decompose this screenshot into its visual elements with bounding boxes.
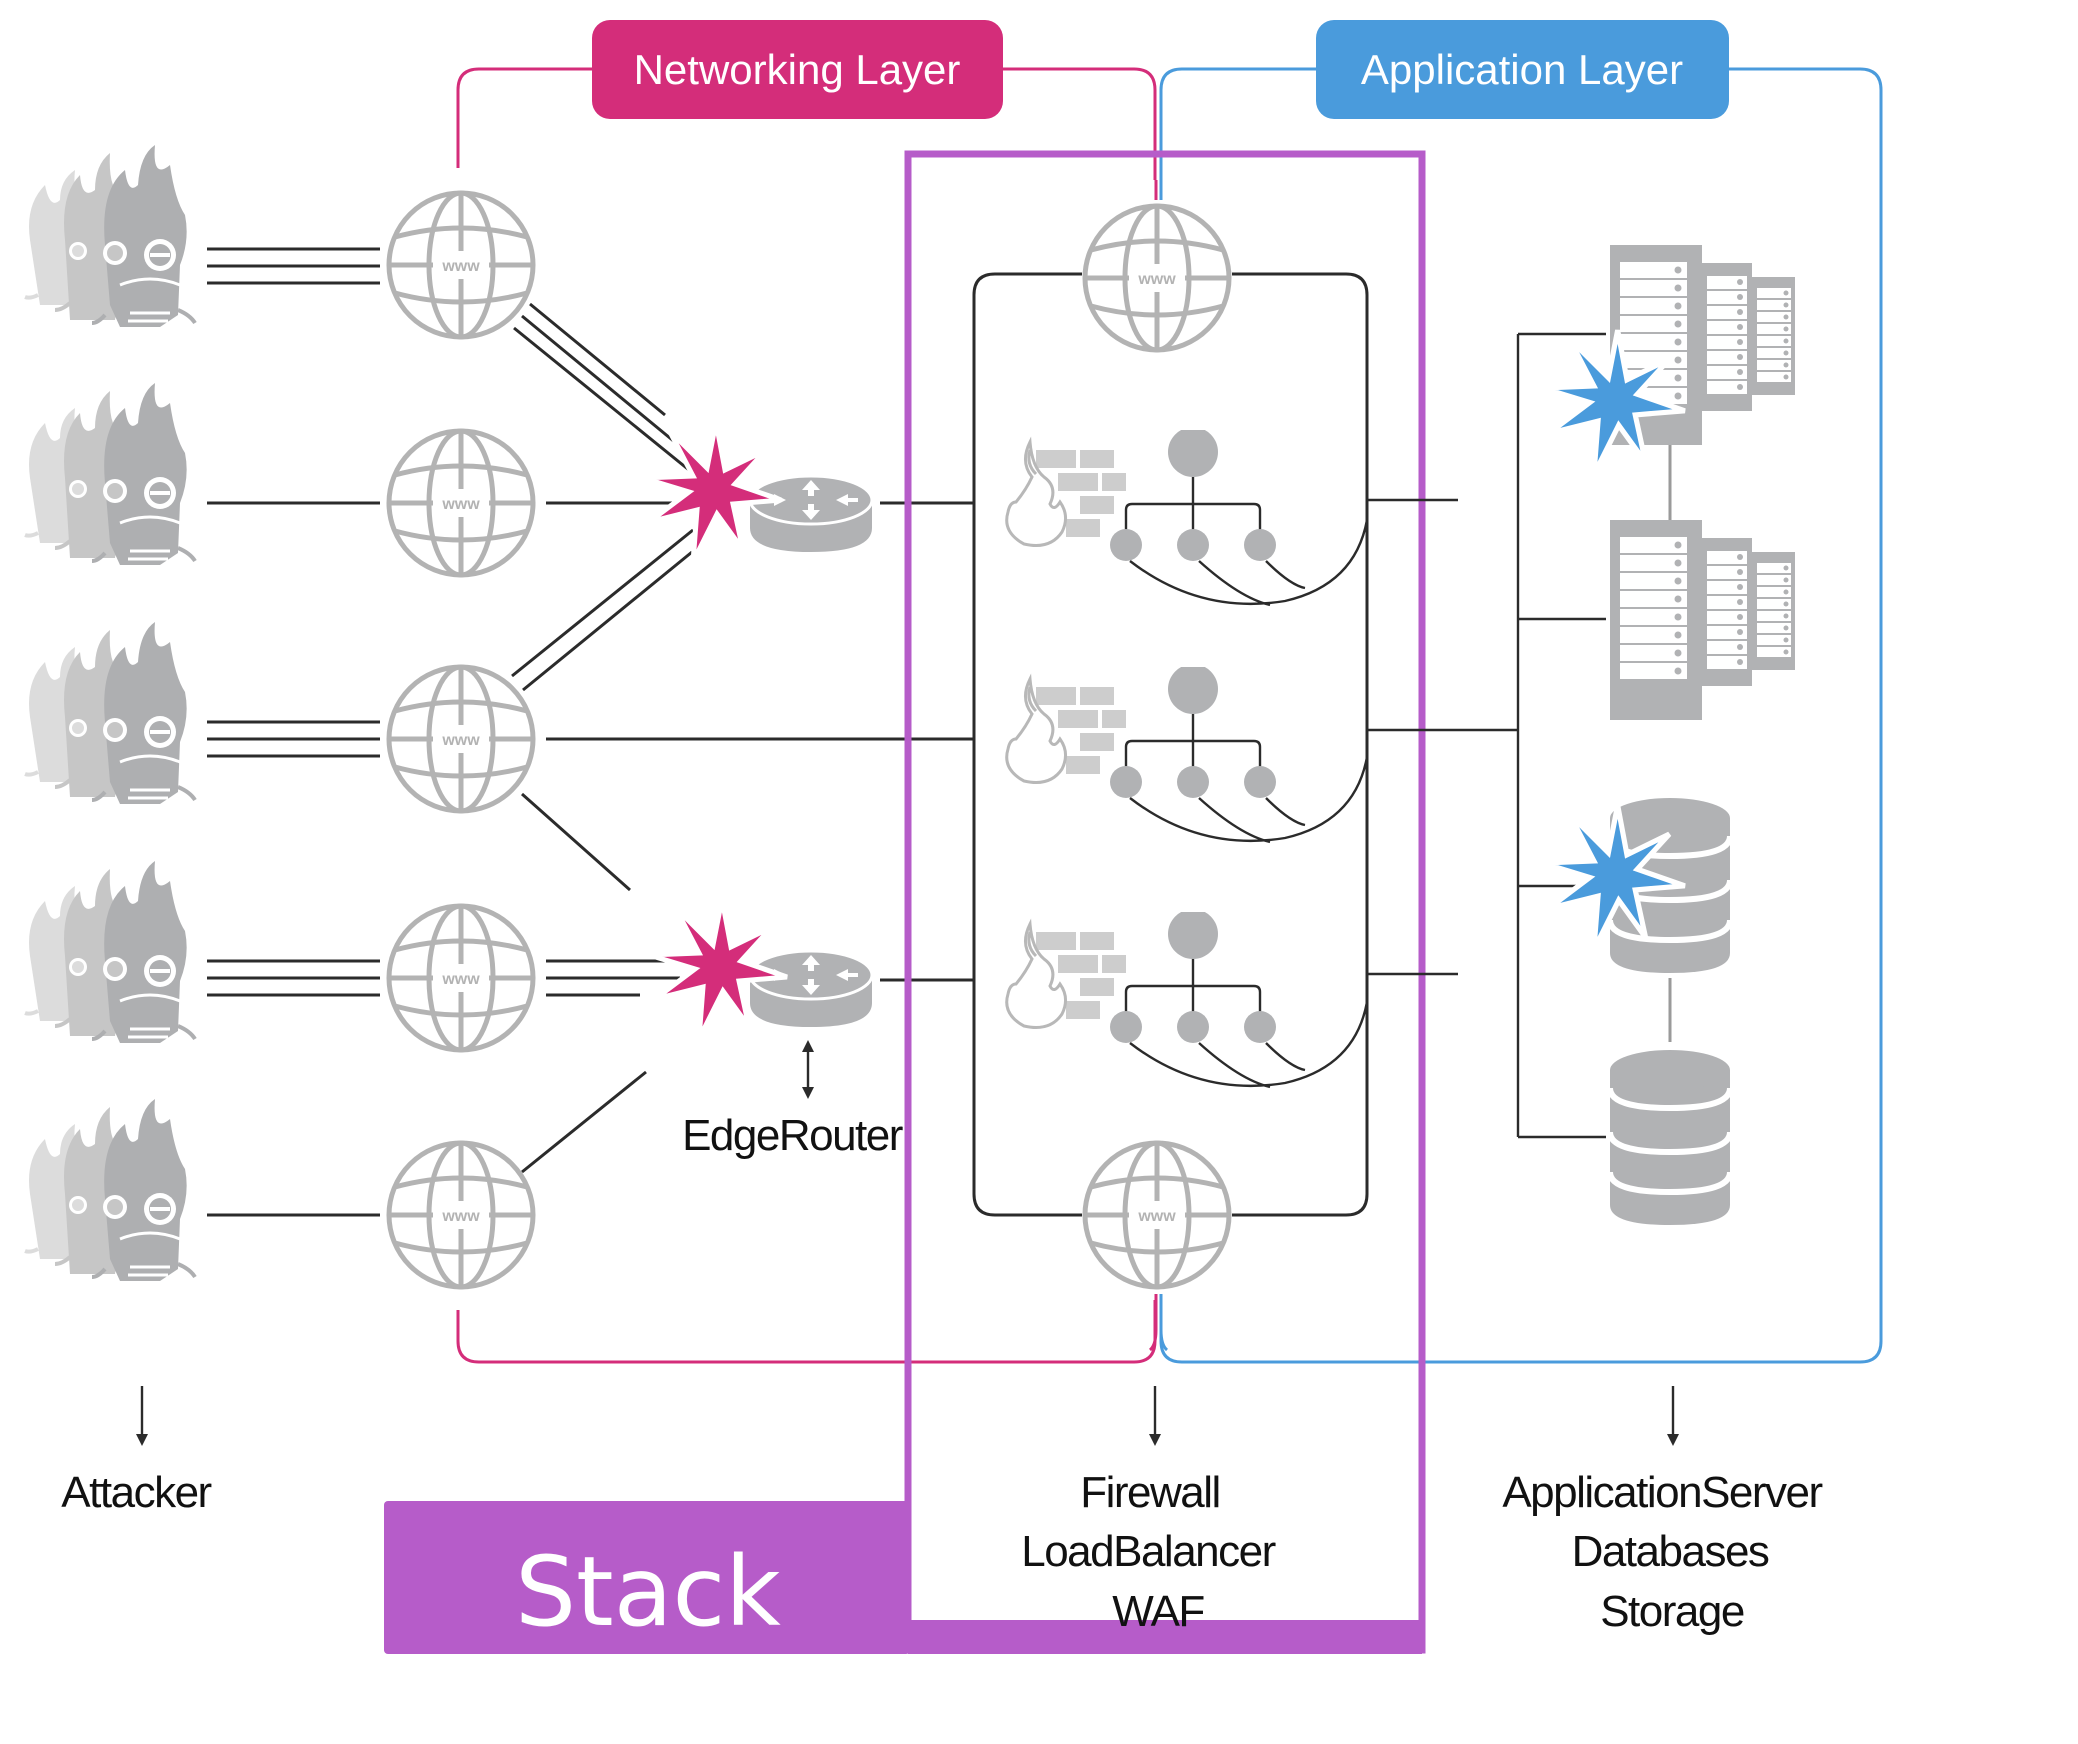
attacker-icon <box>23 861 197 1045</box>
edge-router-label: EdgeRouter <box>682 1111 903 1160</box>
databases-label: Databases <box>1572 1527 1769 1576</box>
www-globe-icon <box>389 431 533 575</box>
www-globe-icon <box>389 193 533 337</box>
server-rack-icon <box>1610 520 1795 720</box>
security-group <box>1005 912 1369 1089</box>
loadbalancer-label: LoadBalancer <box>1021 1527 1275 1576</box>
down-arrows <box>136 1386 1679 1446</box>
stack-label-box <box>384 1501 910 1654</box>
attacker-icon <box>23 383 197 567</box>
application-layer-bracket <box>1159 67 1883 1364</box>
application-layer-badge: Application Layer <box>1316 20 1729 119</box>
attacker-icon <box>23 1099 197 1283</box>
security-box <box>972 272 1369 1217</box>
internet-globes <box>389 193 533 1287</box>
www-globe-icon <box>1085 1143 1229 1287</box>
attacker-icon <box>23 145 197 329</box>
firewall-icon <box>1005 440 1128 547</box>
attacker-links <box>207 247 380 1217</box>
networking-layer-bracket <box>456 67 1157 1364</box>
attacker-icon <box>23 622 197 806</box>
attacker-label: Attacker <box>61 1468 211 1517</box>
www-globe-icon <box>389 667 533 811</box>
security-group <box>1005 430 1369 607</box>
firewall-icon <box>1005 677 1128 784</box>
waf-label: WAF <box>1112 1587 1204 1636</box>
edge-router-icon <box>748 474 874 554</box>
database-icon <box>1610 1050 1730 1225</box>
firewall-label: Firewall <box>1080 1468 1220 1517</box>
security-group <box>1005 667 1369 844</box>
stack-label: Stack <box>515 1536 781 1648</box>
www-globe-icon <box>389 906 533 1050</box>
globe-router-links <box>511 302 974 1174</box>
networking-layer-label: Networking Layer <box>634 46 961 93</box>
load-balancer-icon <box>1108 667 1278 800</box>
load-balancer-icon <box>1108 430 1278 563</box>
edge-router-icon <box>748 949 874 1029</box>
stack-frame <box>904 150 1426 1654</box>
edge-router-arrow <box>802 1040 814 1099</box>
application-server-label: ApplicationServer <box>1502 1468 1822 1517</box>
attacker-column <box>23 145 197 1283</box>
load-balancer-icon <box>1108 912 1278 1045</box>
www-globe-icon <box>1085 206 1229 350</box>
networking-layer-badge: Networking Layer <box>592 20 1003 119</box>
firewall-icon <box>1005 922 1128 1029</box>
www-globe-icon <box>389 1143 533 1287</box>
storage-label: Storage <box>1600 1587 1744 1636</box>
application-links <box>1367 332 1606 1139</box>
application-layer-label: Application Layer <box>1361 46 1683 93</box>
